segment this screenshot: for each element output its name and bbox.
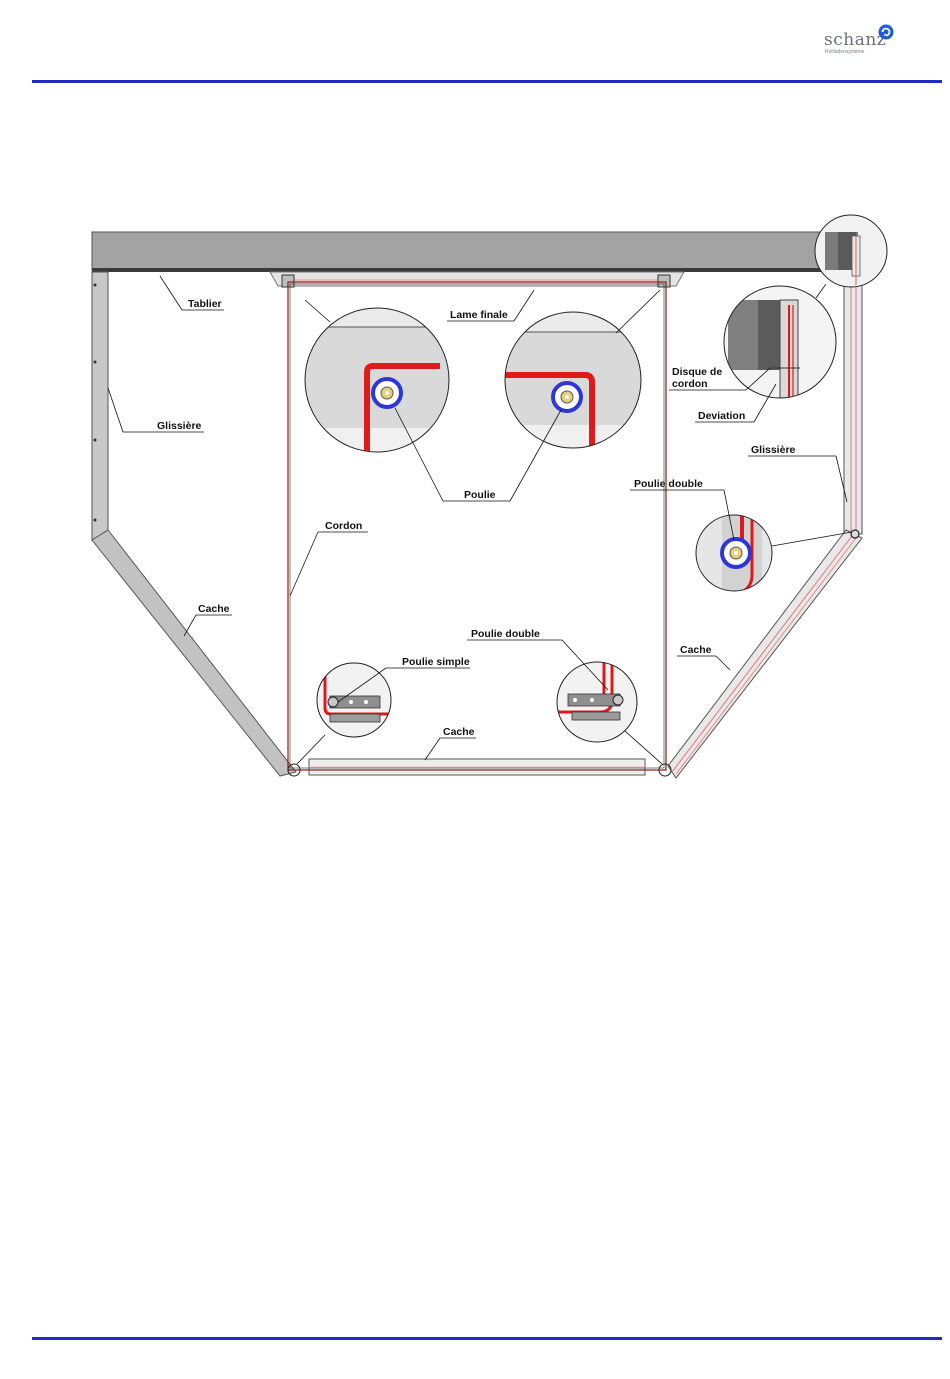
svg-text:Cordon: Cordon [325, 520, 362, 532]
label-cache-bottom: Cache [425, 726, 476, 760]
detail-single-pulley [297, 662, 395, 764]
svg-text:cordon: cordon [672, 378, 708, 390]
label-cordon: Cordon [290, 520, 368, 596]
label-glissiere-left: Glissière [108, 388, 204, 432]
label-tablier: Tablier [160, 276, 224, 310]
roller-box [92, 232, 858, 272]
label-glissiere-right: Glissière [748, 444, 847, 502]
svg-text:Poulie: Poulie [464, 489, 496, 501]
left-cache [92, 530, 296, 776]
label-lame-finale: Lame finale [447, 290, 534, 321]
end-slat [270, 272, 684, 287]
left-guide-rail [92, 272, 108, 540]
right-guide-rail [844, 272, 862, 534]
svg-text:Glissière: Glissière [751, 444, 796, 456]
svg-text:Lame finale: Lame finale [450, 309, 508, 321]
svg-text:Glissière: Glissière [157, 420, 202, 432]
bottom-cache [309, 759, 645, 775]
label-cache-left: Cache [184, 603, 232, 636]
detail-cord-disc [720, 284, 840, 400]
detail-roller-corner [815, 215, 890, 290]
svg-text:Poulie simple: Poulie simple [402, 656, 470, 668]
detail-double-pulley-bottom [556, 660, 662, 764]
svg-text:Poulie double: Poulie double [471, 628, 540, 640]
svg-text:Cache: Cache [443, 726, 475, 738]
svg-text:Disque de: Disque de [672, 366, 722, 378]
svg-text:Tablier: Tablier [188, 298, 222, 310]
svg-text:Deviation: Deviation [698, 410, 745, 422]
label-cache-right: Cache [677, 644, 730, 670]
svg-text:Cache: Cache [680, 644, 712, 656]
detail-pulley-left [300, 300, 460, 458]
svg-text:Cache: Cache [198, 603, 230, 615]
svg-text:Poulie double: Poulie double [634, 478, 703, 490]
detail-pulley-right [500, 290, 660, 455]
